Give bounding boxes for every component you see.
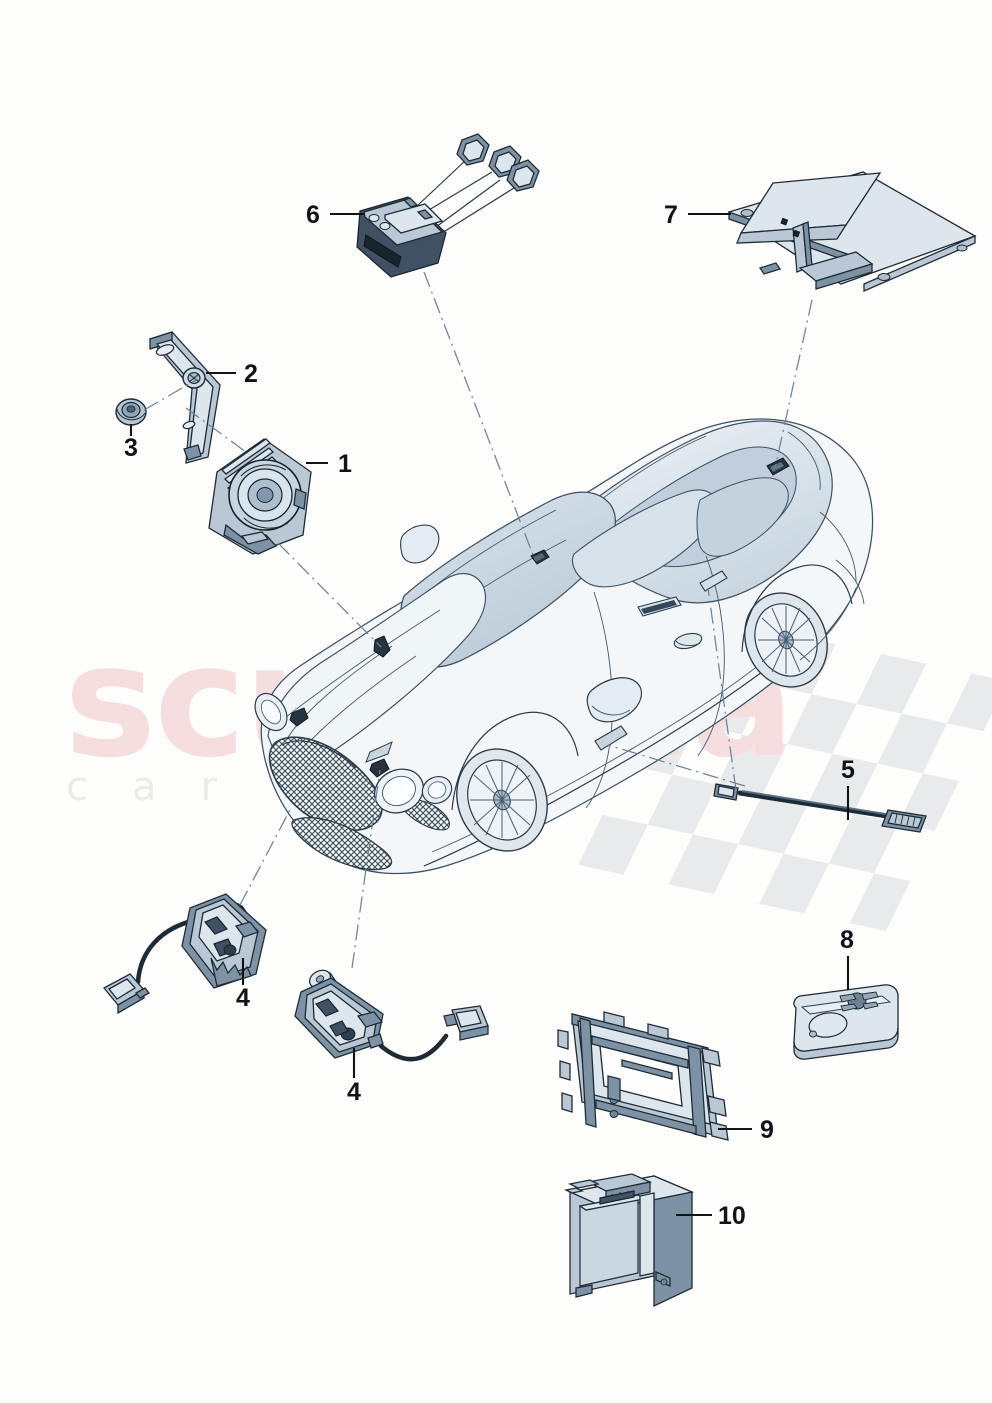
key-fob-logo (839, 991, 879, 1012)
actuator-connector (102, 973, 150, 1015)
leader-lines-dashdot (143, 271, 813, 969)
part-2-siren-mounting-bracket (148, 331, 221, 464)
part-6-interior-monitoring-sensor (356, 133, 540, 278)
dashdot-part3 (143, 379, 197, 411)
car-front-wheel-arch (451, 711, 579, 811)
callout-number-6: 6 (306, 201, 320, 229)
cable-connector (456, 133, 490, 166)
callout-number-4-right: 4 (347, 1078, 361, 1106)
car-lower-intake (291, 817, 393, 871)
car-side-window-rear (696, 477, 789, 557)
harness-cable (737, 790, 903, 821)
windscreen-interior-sensor-marker (530, 549, 550, 565)
callout-number-8: 8 (840, 926, 854, 954)
part-1-alarm-siren (208, 438, 312, 555)
vehicle-illustration-bentley-continental-gt (254, 418, 874, 875)
front-corner-sensor-marker (369, 758, 390, 778)
car-rear-wheel-arch (741, 564, 853, 653)
dashdot-part5 (607, 744, 746, 787)
car-wing-mirror (586, 677, 643, 723)
cable-connector (506, 159, 540, 192)
dashdot-part1 (277, 542, 382, 648)
car-wing-mirror-far (400, 524, 440, 564)
bonnet-badge (365, 741, 393, 763)
part-4-door-lock-actuator-left (102, 893, 267, 1015)
part-10-alarm-control-unit (564, 1173, 695, 1308)
callout-number-5: 5 (841, 756, 855, 784)
actuator-cable (378, 1033, 449, 1062)
fender-sensor-marker (373, 635, 391, 658)
door-handle-rear (673, 632, 703, 650)
harness-connector-small (713, 783, 739, 801)
part-3-rubber-grommet (115, 398, 147, 426)
carrier-frame-clip (707, 1095, 727, 1117)
part-9-control-unit-carrier-frame (557, 1011, 729, 1141)
door-handle-front (637, 596, 682, 617)
dashdot-part4-right (351, 769, 381, 969)
car-door-shut-rear (697, 555, 725, 757)
callout-number-1: 1 (338, 450, 352, 478)
part-5-antenna-cable-harness (713, 783, 927, 833)
callout-group: 1 2 3 4 4 5 6 7 8 9 (124, 201, 855, 1230)
actuator-connector (443, 1005, 489, 1041)
sill-sensor-marker (594, 725, 628, 751)
sensor-housing (356, 196, 447, 278)
key-fob-button (808, 1012, 848, 1038)
callout-number-10: 10 (718, 1202, 746, 1230)
car-front-grille (268, 736, 383, 832)
roof-antenna-marker (766, 457, 790, 476)
car-front-wheel (456, 748, 548, 852)
callout-number-7: 7 (664, 201, 678, 229)
dashdot-part6 (423, 271, 536, 561)
callout-number-3: 3 (124, 434, 138, 462)
callout-number-9: 9 (760, 1116, 774, 1144)
callout-number-4-left: 4 (236, 984, 250, 1012)
part-8-remote-key-fob (793, 984, 899, 1060)
part-4-door-lock-actuator-right (294, 969, 489, 1062)
car-rear-wheel (744, 592, 828, 688)
bumper-left-sensor-marker (289, 707, 309, 727)
dashdot-part2 (185, 407, 247, 453)
dashdot-front-lower (239, 805, 293, 906)
sensor-cable-leads (399, 133, 540, 244)
dashdot-part7 (774, 299, 813, 469)
callout-number-2: 2 (244, 360, 258, 388)
harness-connector-flat (881, 809, 927, 833)
part-7-roof-antenna-module (727, 171, 977, 292)
rear-quarter-sensor-marker (699, 570, 728, 592)
actuator-cable (135, 917, 199, 985)
car-side-intake (403, 799, 451, 831)
dashdot-rear-quarter (707, 587, 737, 791)
